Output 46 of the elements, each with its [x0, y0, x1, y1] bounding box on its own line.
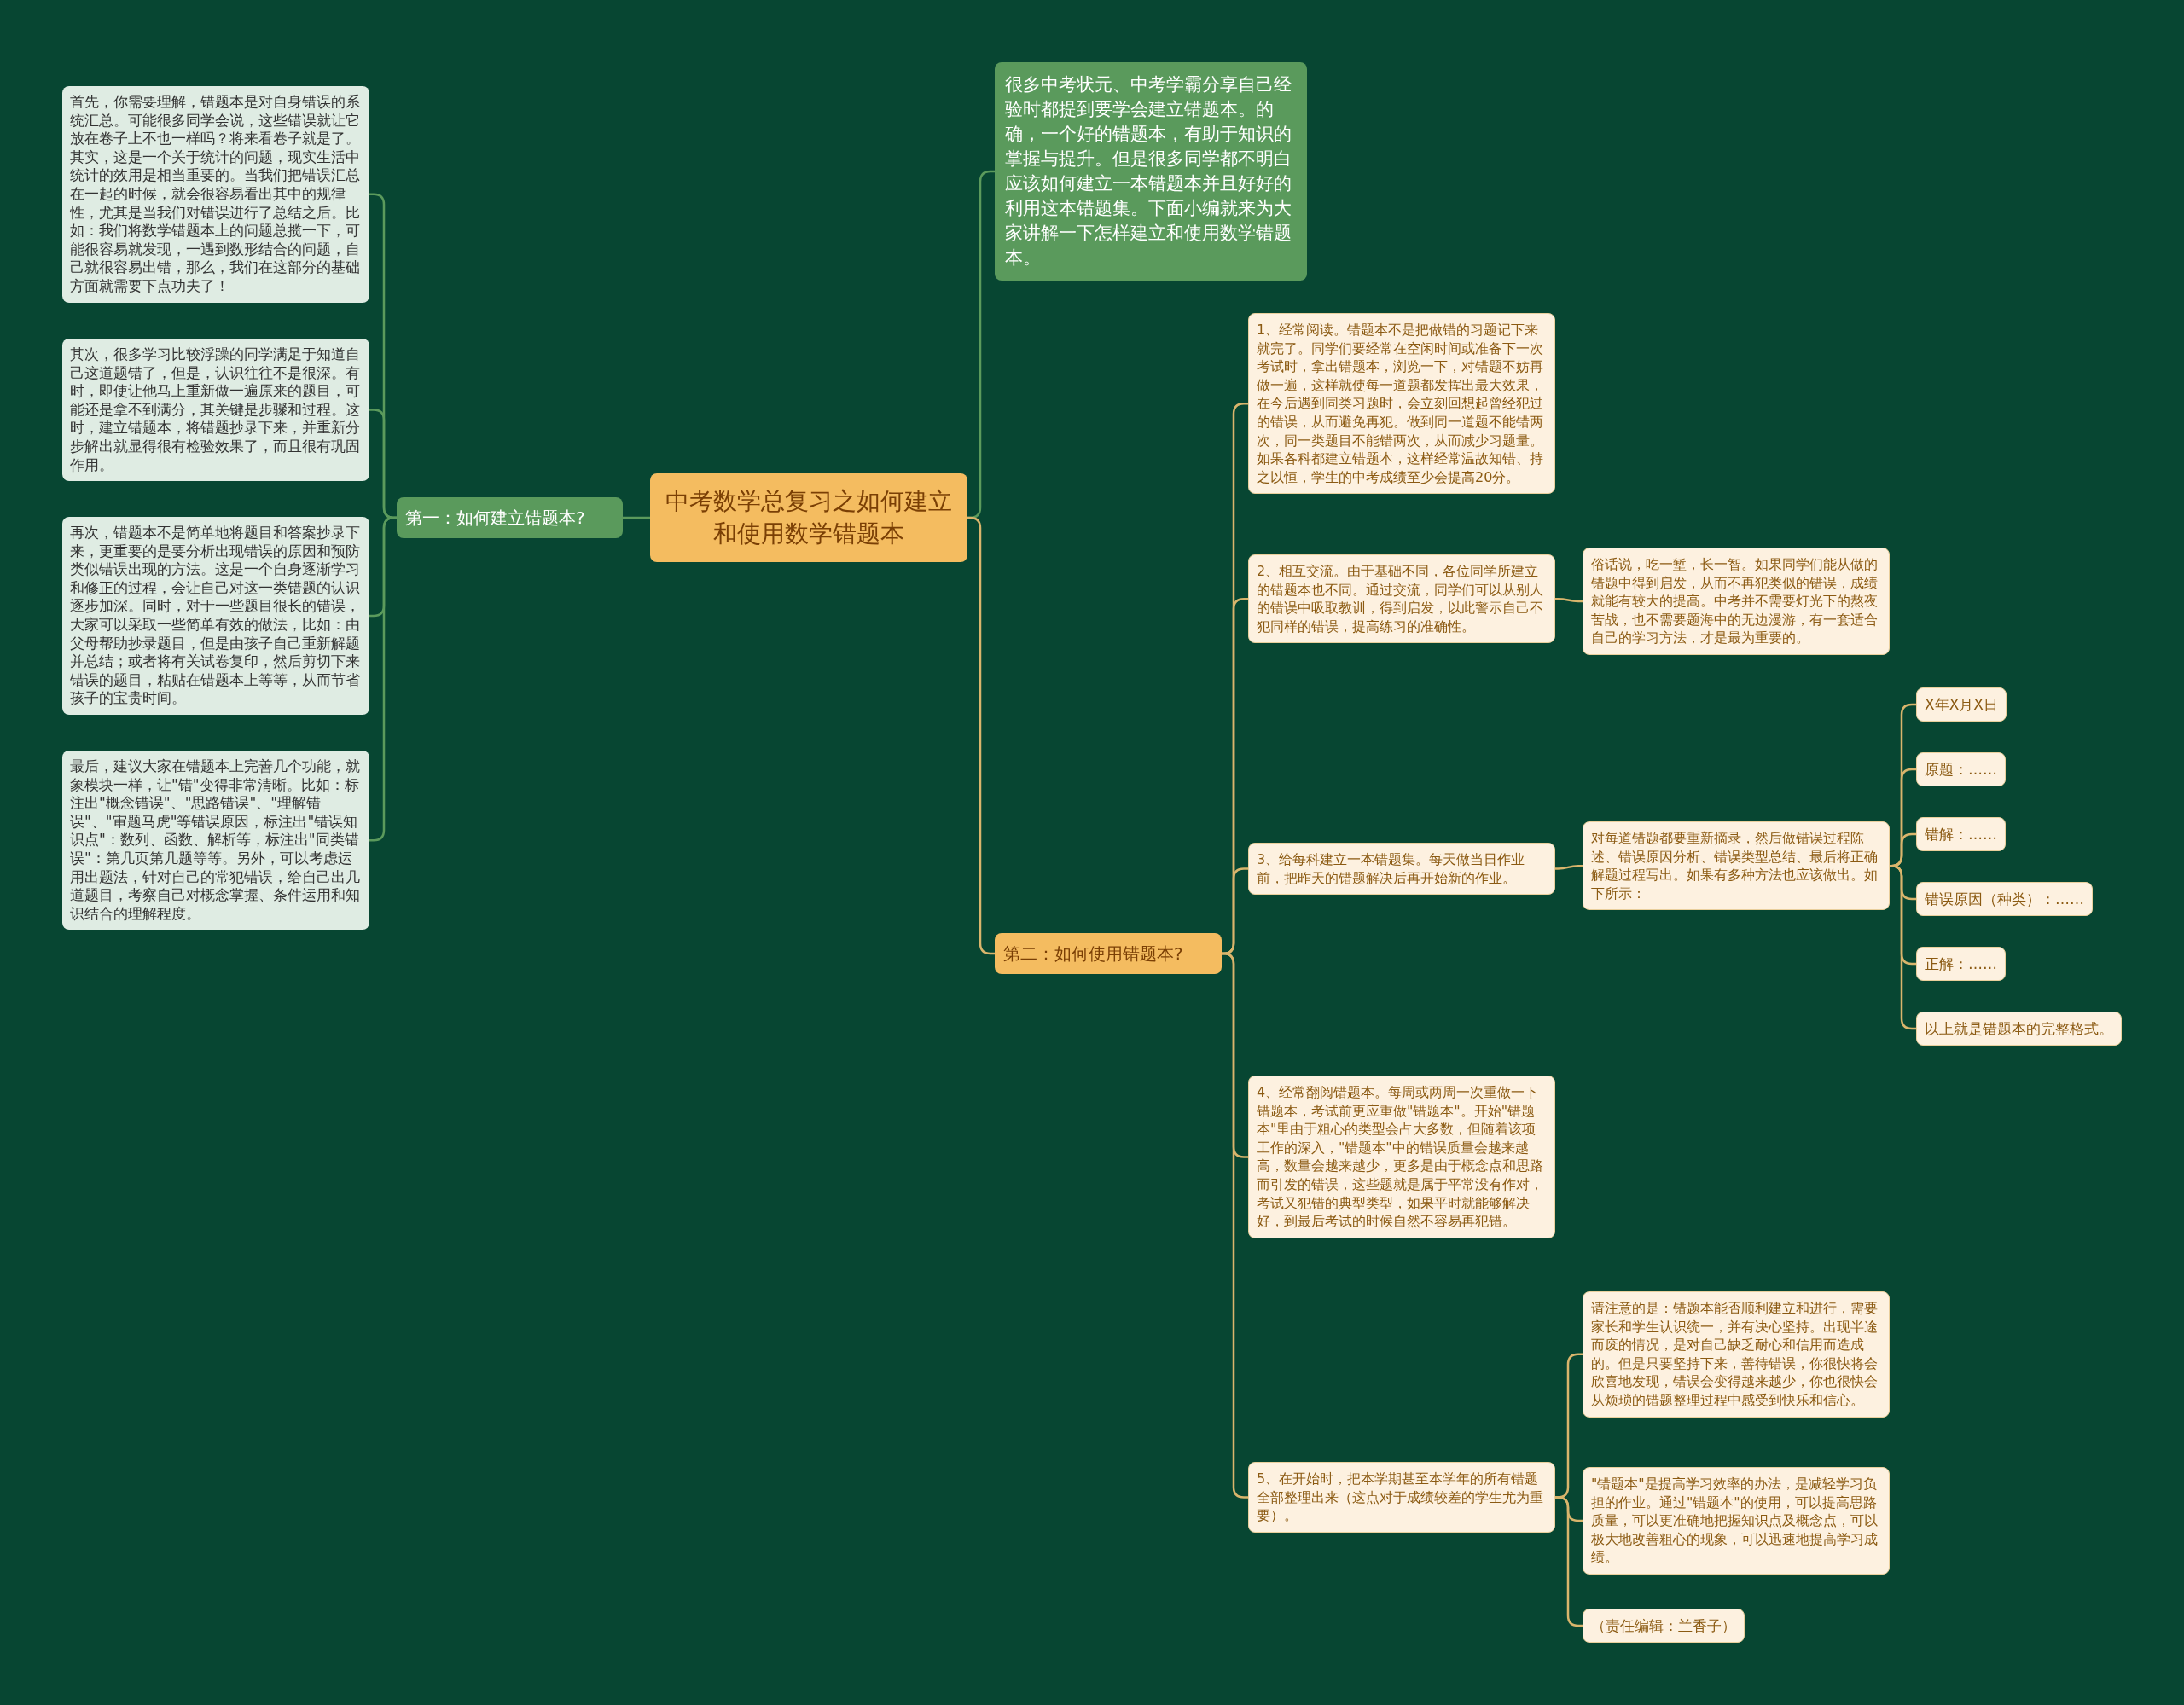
body-text: 5、在开始时，把本学期甚至本学年的所有错题全部整理出来（这点对于成绩较差的学生尤为重要）。 — [1257, 1470, 1544, 1525]
branch-topic-text: 第二：如何使用错题本? — [1003, 942, 1184, 965]
body-text: 1、经常阅读。错题本不是把做错的习题记下来就完了。同学们要经常在空闲时间或准备下一次考试时，拿出错题本，浏览一下，对错题不妨再做一遍，这样就使每一道题都发挥出最大效果，在今后遇到同类习题时，会立刻回想起曾经犯过的错误，从而避免再犯。做到同一道题不能错两次，同一类题目不能错两次，从而减少习题量。如果各科都建立错题本，这样经常温故知错、持之以恒，学生的中考成绩至少会提高20分。 — [1257, 321, 1544, 487]
body-text: 最后，建议大家在错题本上完善几个功能，就象模块一样，让"错"变得非常清晰。比如：标注出"概念错误"、"思路错误"、"理解错误"、"审题马虎"等错误原因，标注出"错误知识点"：数列、函数、解析等，标注出"同类错误"：第几页第几题等等。另外，可以考虑运用出题法，针对自己的常犯错误，给自己出几道题目，考察自己对概念掌握、条件运用和知识结合的理解程度。 — [70, 757, 361, 924]
format-item-box — [1916, 882, 2093, 916]
intro-text: 很多中考状元、中考学霸分享自己经验时都提到要学会建立错题本。的确，一个好的错题本，有助于知识的掌握与提升。但是很多同学都不明白应该如何建立一本错题本并且好好的利用这本错题集。下面小编就来为大家讲解一下怎样建立和使用数学错题本。 — [1005, 73, 1292, 270]
format-item-box — [1916, 1012, 2122, 1046]
format-item-text: 正解：…… — [1925, 954, 1997, 973]
body-text: 对每道错题都要重新摘录，然后做错误过程陈述、错误原因分析、错误类型总结、最后将正确解题过程写出。如果有多种方法也应该做出。如下所示： — [1591, 829, 1879, 903]
format-item-text: 错误原因（种类）：…… — [1925, 890, 2084, 908]
body-text: 俗话说，吃一堑，长一智。如果同学们能从做的错题中得到启发，从而不再犯类似的错误，成绩就能有较大的提高。中考并不需要灯光下的熬夜苦战，也不需要题海中的无边漫游，有一套适合自己的学习方法，才是最为重要的。 — [1591, 555, 1879, 647]
format-item-box — [1916, 947, 2006, 981]
format-item-text: （责任编辑：兰香子） — [1591, 1616, 1736, 1635]
format-item-text: X年X月X日 — [1925, 695, 1998, 714]
text-card — [1583, 548, 1890, 655]
branch-topic-box — [397, 497, 623, 538]
intro-card — [995, 62, 1307, 281]
editor-credit-box — [1583, 1609, 1745, 1643]
connector-line — [623, 516, 650, 519]
text-card — [1248, 1462, 1555, 1533]
format-item-text: 原题：…… — [1925, 760, 1997, 779]
connector-line — [1555, 597, 1583, 603]
body-text: 再次，错题本不是简单地将题目和答案抄录下来，更重要的是要分析出现错误的原因和预防类似错误出现的方法。这是一个自身逐渐学习和修正的过程，会让自己对这一类错题的认识逐步加深。同时，对于一些题目很长的错误，大家可以采取一些简单有效的做法，比如：由父母帮助抄录题目，但是由孩子自己重新解题并总结；或者将有关试卷复印，然后剪切下来错误的题目，粘贴在错题本上等等，从而节省孩子的宝贵时间。 — [70, 524, 361, 708]
text-card — [1583, 1467, 1890, 1575]
body-text: "错题本"是提高学习效率的办法，是减轻学习负担的作业。通过"错题本"的使用，可以提高思路质量，可以更准确地把握知识点及概念点，可以极大地改善粗心的现象，可以迅速地提高学习成绩。 — [1591, 1475, 1879, 1567]
body-text: 3、给每科建立一本错题集。每天做当日作业前，把昨天的错题解决后再开始新的作业。 — [1257, 850, 1526, 888]
body-text: 2、相互交流。由于基础不同，各位同学所建立的错题本也不同。通过交流，同学们可以从别人的错误中吸取教训，得到启发，以此警示自己不犯同样的错误，提高练习的准确性。 — [1257, 562, 1544, 636]
text-card — [1248, 843, 1555, 896]
format-item-box — [1916, 817, 2006, 851]
format-item-text: 以上就是错题本的完整格式。 — [1925, 1019, 2113, 1038]
body-text: 首先，你需要理解，错题本是对自身错误的系统汇总。可能很多同学会说，这些错误就让它放在卷子上不也一样吗？将来看卷子就是了。其实，这是一个关于统计的问题，现实生活中统计的效用是相当重要的。当我们把错误汇总在一起的时候，就会很容易看出其中的规律性，尤其是当我们对错误进行了总结之后。比如：我们将数学错题本上的问题总揽一下，可能很容易就发现，一遇到数形结合的问题，自己就很容易出错，那么，我们在这部分的基础方面就需要下点功夫了！ — [70, 93, 361, 296]
branch-topic-box — [995, 933, 1222, 974]
connector-line — [1555, 864, 1583, 870]
central-topic-box — [650, 473, 967, 562]
body-text: 其次，很多学习比较浮躁的同学满足于知道自己这道题错了，但是，认识往往不是很深。有时，即使让他马上重新做一遍原来的题目，可能还是拿不到满分，其关键是步骤和过程。这时，建立错题本，将错题抄录下来，并重新分步解出就显得很有检验效果了，而且很有巩固作用。 — [70, 345, 361, 475]
text-card — [1248, 1076, 1555, 1238]
text-card — [1248, 554, 1555, 644]
branch-topic-text: 第一：如何建立错题本? — [405, 507, 586, 529]
body-text: 请注意的是：错题本能否顺利建立和进行，需要家长和学生认识统一，并有决心坚持。出现半途而废的情况，是对自己缺乏耐心和信用而造成的。但是只要坚持下来，善待错误，你很快将会欣喜地发现，错误会变得越来越少，你也很快会从烦琐的错题整理过程中感受到快乐和信心。 — [1591, 1299, 1879, 1410]
body-text: 4、经常翻阅错题本。每周或两周一次重做一下错题本，考试前更应重做"错题本"。开始"错题本"里由于粗心的类型会占大多数，但随着该项工作的深入，"错题本"中的错误质量会越来越高，数量会越来越少，更多是由于概念点和思路而引发的错误，这些题就是属于平常没有作对，考试又犯错的典型类型，如果平时就能够解决好，到最后考试的时候自然不容易再犯错。 — [1257, 1083, 1544, 1231]
text-card — [1583, 821, 1890, 911]
format-item-text: 错解：…… — [1925, 825, 1997, 844]
format-item-box — [1916, 687, 2007, 722]
text-card — [1583, 1291, 1890, 1418]
central-topic-text: 中考数学总复习之如何建立和使用数学错题本 — [665, 486, 952, 549]
format-item-box — [1916, 752, 2006, 786]
